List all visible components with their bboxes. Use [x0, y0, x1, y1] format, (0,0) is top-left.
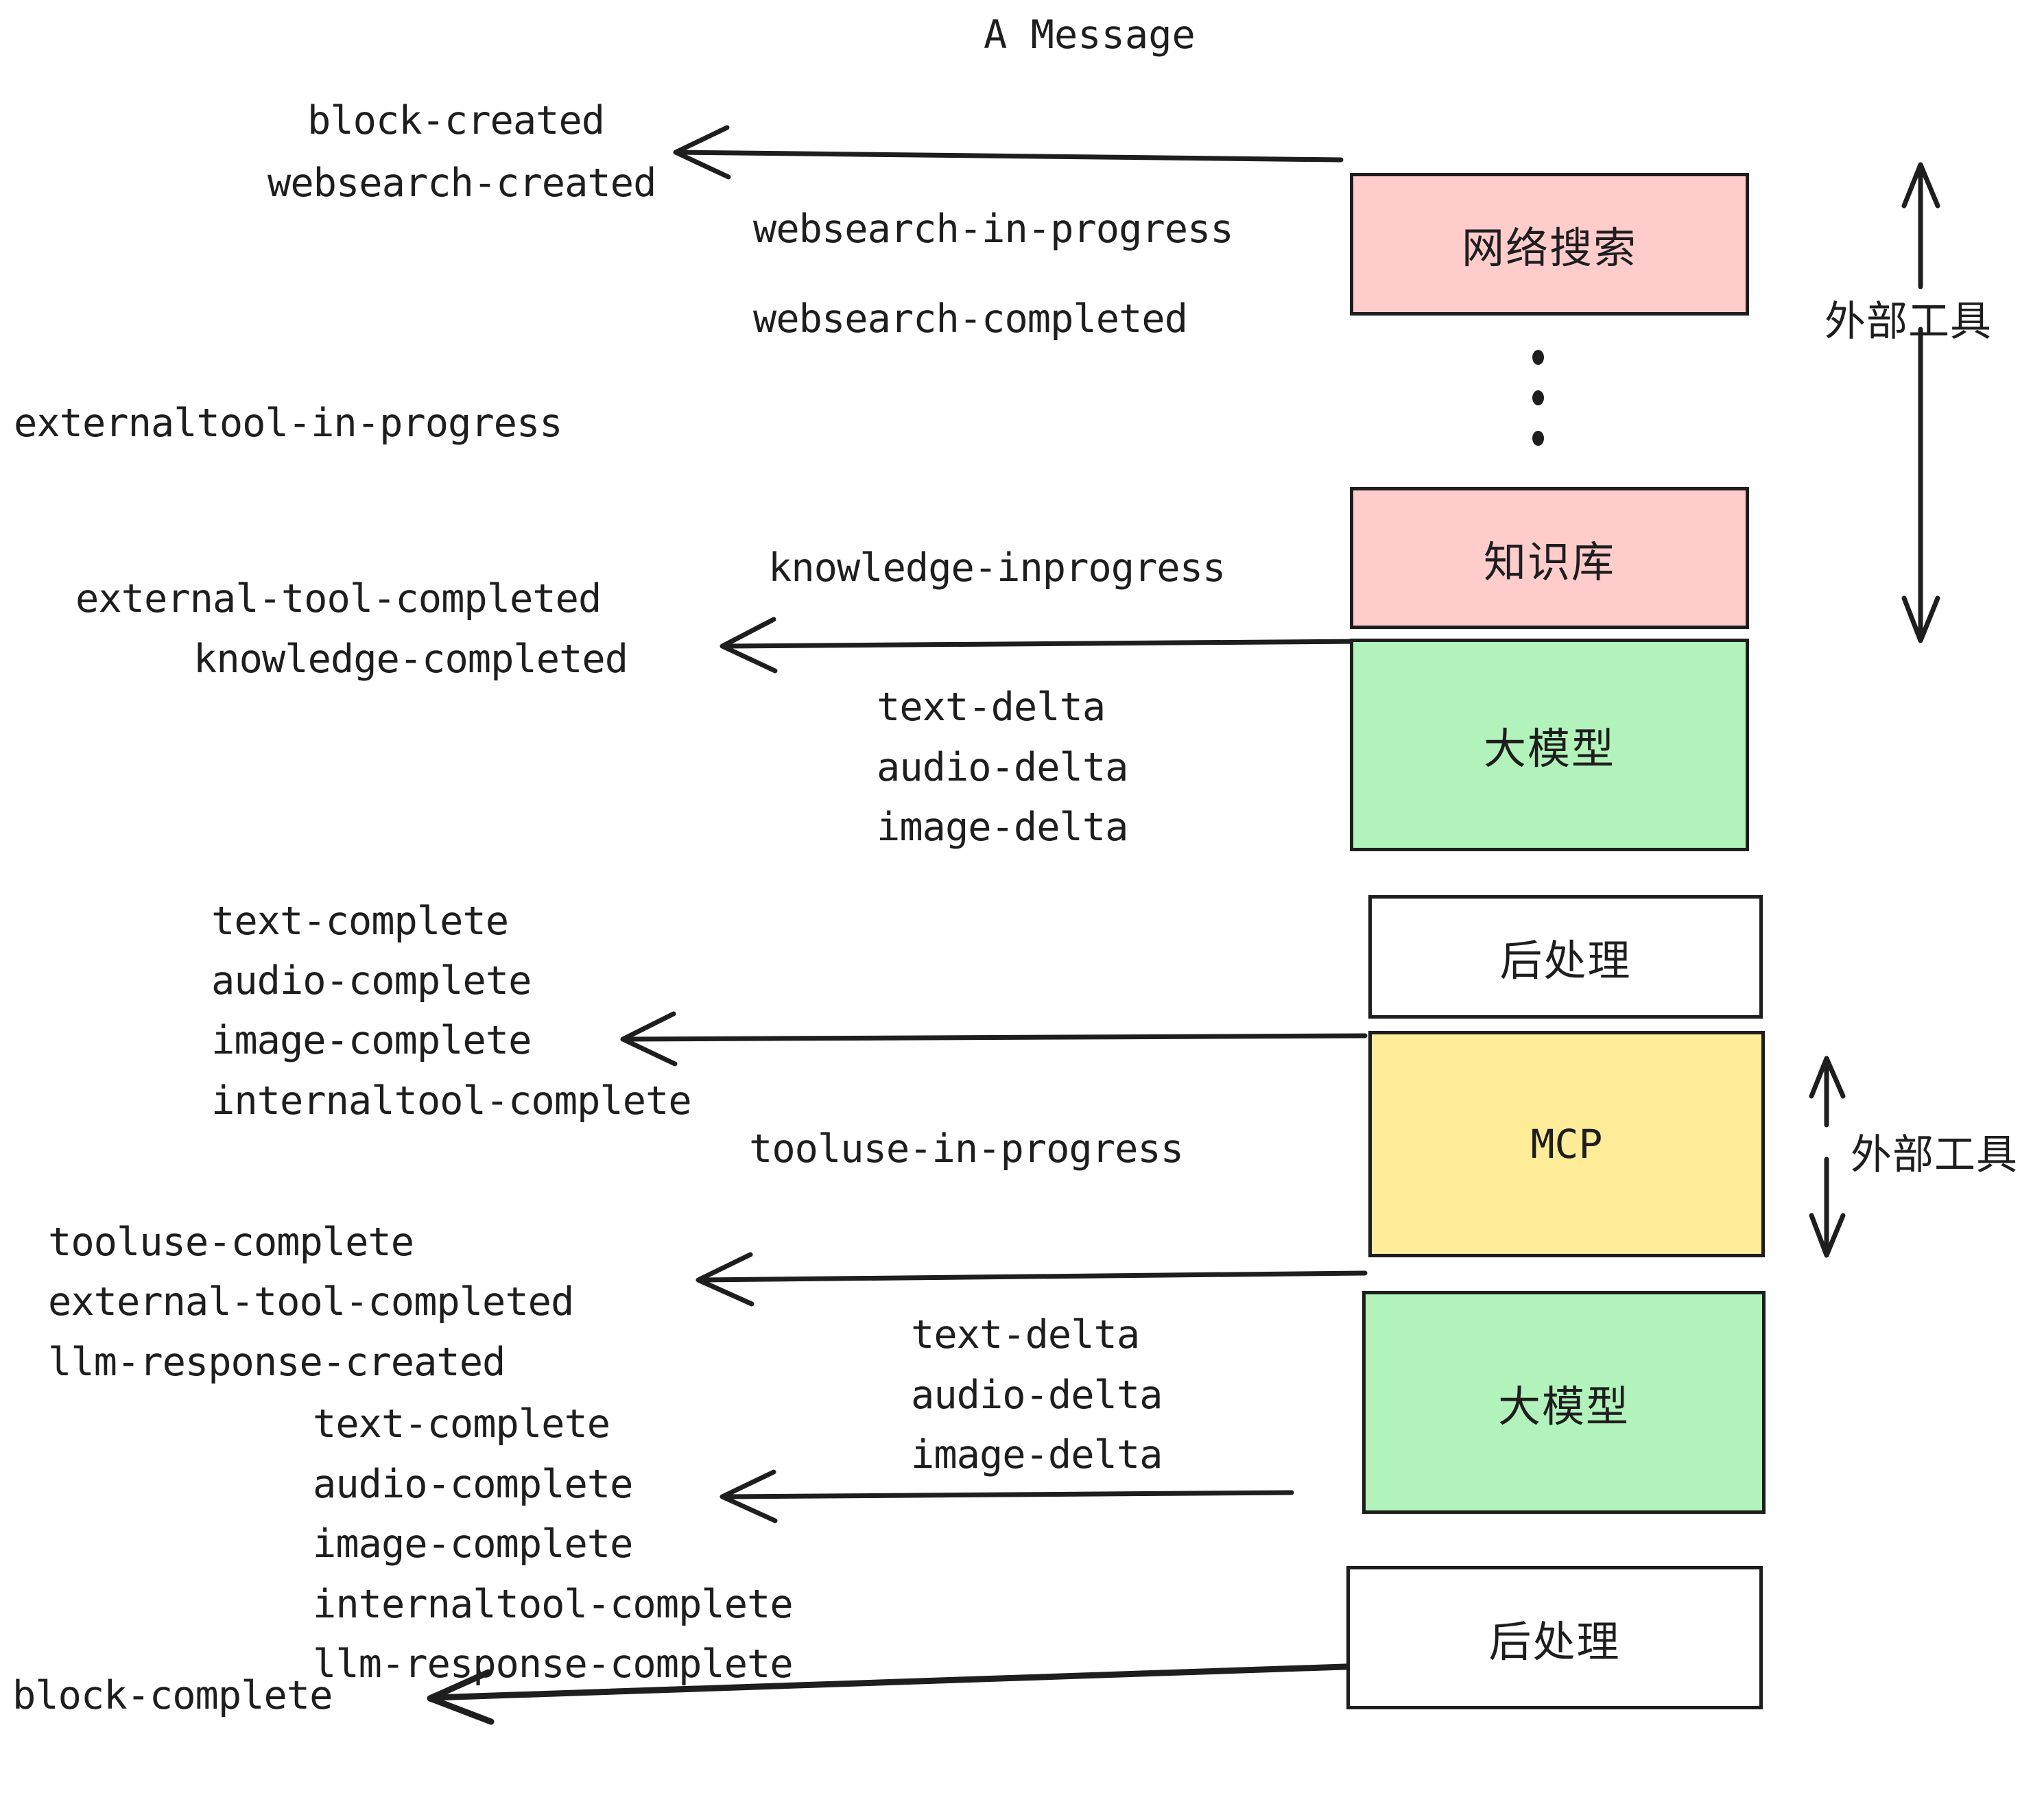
- event-external-tool-completed-2: external-tool-completed: [48, 1279, 574, 1325]
- external-tool-arrow-bottom: [1809, 1056, 1846, 1258]
- box-mcp-label: MCP: [1530, 1121, 1603, 1167]
- event-knowledge-inprogress: knowledge-inprogress: [768, 545, 1226, 591]
- event-image-complete-1: image-complete: [211, 1018, 532, 1063]
- event-externaltool-in-progress: externaltool-in-progress: [14, 401, 563, 446]
- event-block-created: block-created: [307, 98, 605, 143]
- event-audio-complete-2: audio-complete: [313, 1462, 633, 1507]
- box-llm-1[interactable]: 大模型: [1350, 639, 1749, 851]
- box-websearch-label: 网络搜索: [1461, 223, 1637, 273]
- event-websearch-in-progress: websearch-in-progress: [753, 206, 1234, 252]
- external-tool-arrow-top: [1901, 162, 1940, 643]
- ellipsis-dot: [1532, 431, 1544, 446]
- event-text-delta-2: text-delta: [911, 1312, 1140, 1357]
- box-llm-2-label: 大模型: [1497, 1381, 1630, 1432]
- ellipsis-dot: [1532, 390, 1544, 405]
- arrow-knowledge-to-knowledgecompleted: [720, 617, 1364, 674]
- event-knowledge-completed: knowledge-completed: [193, 637, 628, 682]
- arrow-llm2-to-audiocomplete: [720, 1469, 1294, 1523]
- event-internaltool-complete-2: internaltool-complete: [313, 1582, 794, 1627]
- box-postprocess-1-label: 后处理: [1499, 936, 1632, 986]
- event-image-delta-2: image-delta: [911, 1432, 1163, 1477]
- box-knowledge[interactable]: 知识库: [1350, 487, 1749, 629]
- event-websearch-completed: websearch-completed: [753, 296, 1188, 342]
- box-postprocess-1[interactable]: 后处理: [1368, 895, 1763, 1019]
- arrow-postprocess-to-imagecomplete: [620, 1011, 1368, 1067]
- event-llm-response-created: llm-response-created: [48, 1340, 506, 1385]
- diagram-title: A Message: [984, 12, 1196, 58]
- box-llm-1-label: 大模型: [1483, 724, 1615, 774]
- event-websearch-created: websearch-created: [268, 161, 656, 206]
- event-internaltool-complete-1: internaltool-complete: [211, 1078, 692, 1124]
- event-text-delta-1: text-delta: [877, 685, 1106, 730]
- event-audio-complete-1: audio-complete: [211, 958, 532, 1004]
- box-llm-2[interactable]: 大模型: [1362, 1291, 1766, 1514]
- event-llm-response-complete: llm-response-complete: [313, 1641, 794, 1687]
- event-image-complete-2: image-complete: [313, 1521, 633, 1567]
- arrow-mcp-to-tooluse-complete: [696, 1252, 1368, 1307]
- event-external-tool-completed-1: external-tool-completed: [75, 576, 602, 621]
- event-block-complete: block-complete: [12, 1673, 333, 1718]
- box-websearch[interactable]: 网络搜索: [1350, 173, 1749, 316]
- event-audio-delta-2: audio-delta: [911, 1373, 1163, 1418]
- box-postprocess-2-label: 后处理: [1488, 1616, 1621, 1667]
- event-text-complete-1: text-complete: [211, 899, 509, 944]
- box-mcp[interactable]: MCP: [1368, 1031, 1765, 1257]
- external-tool-label-top: 外部工具: [1825, 298, 1992, 346]
- event-audio-delta-1: audio-delta: [877, 745, 1128, 790]
- arrow-websearch-to-blockcreated: [673, 125, 1344, 180]
- event-tooluse-in-progress: tooluse-in-progress: [749, 1126, 1184, 1172]
- external-tool-label-bottom: 外部工具: [1851, 1131, 2018, 1179]
- event-image-delta-1: image-delta: [877, 805, 1128, 850]
- event-tooluse-complete: tooluse-complete: [48, 1220, 414, 1265]
- event-text-complete-2: text-complete: [313, 1401, 610, 1447]
- ellipsis-dot: [1532, 350, 1544, 365]
- box-postprocess-2[interactable]: 后处理: [1346, 1566, 1763, 1709]
- vertical-ellipsis: [1531, 350, 1545, 446]
- box-knowledge-label: 知识库: [1483, 536, 1615, 587]
